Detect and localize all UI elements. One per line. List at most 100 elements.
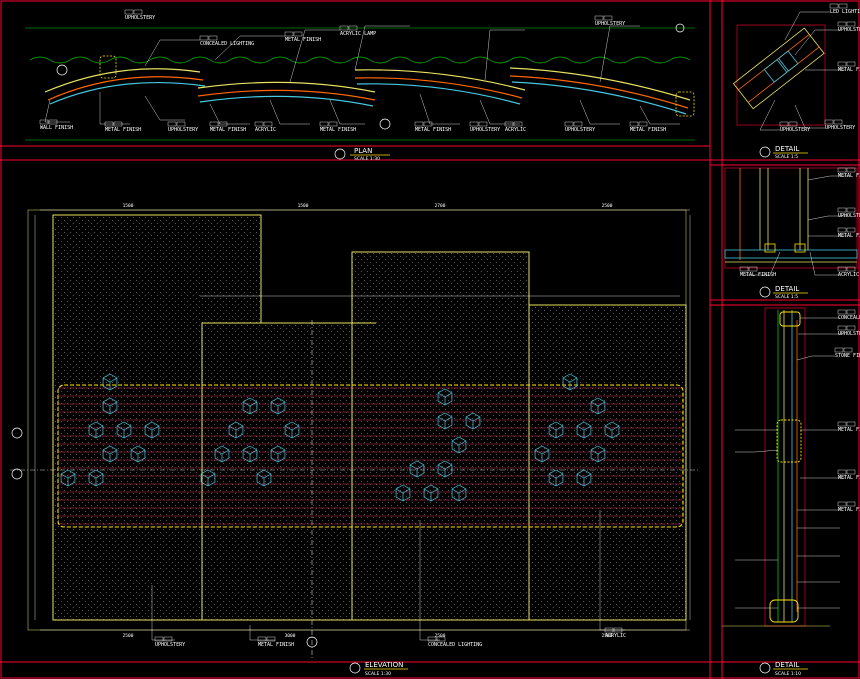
detail-label-5: METAL FINISH (837, 167, 860, 179)
detail-label-12: STONE FINISH (834, 347, 860, 359)
plan-label-9-text: METAL FINISH (320, 127, 356, 133)
plan-label-10-text: METAL FINISH (415, 127, 451, 133)
detail-label-3-text: UPHOLSTERY (780, 127, 810, 133)
detail-label-15-text: METAL FINISH (838, 507, 860, 513)
dim-top-1: 1500 (298, 203, 309, 209)
detail-b-view (724, 167, 858, 276)
detail-label-3: UPHOLSTERY (779, 121, 810, 133)
plan-label-8-text: ACRYLIC (255, 127, 276, 133)
plan-wall-line (29, 56, 691, 64)
detail-label-6-text: UPHOLSTERY (838, 213, 860, 219)
dim-bottom-2: 2500 (435, 633, 446, 639)
detail-label-13-text: METAL FINISH (838, 427, 860, 433)
plan-label-11-text: UPHOLSTERY (470, 127, 500, 133)
detail-a-title: DETAIL (775, 145, 799, 153)
plan-label-14: METAL FINISH (629, 121, 666, 133)
plan-label-8: ACRYLIC (254, 121, 276, 133)
detail-label-9-text: ACRYLIC (838, 272, 859, 278)
plan-label-13-text: UPHOLSTERY (565, 127, 595, 133)
detail-label-9: ACRYLIC (837, 266, 859, 278)
detail-label-7: METAL FINISH (837, 227, 860, 239)
detail-labels: LED LIGHTING UPHOLSTERY METAL FINISH UPHOLS… (739, 3, 860, 513)
elevation-title: ELEVATION (365, 661, 403, 669)
plan-label-15-text: UPHOLSTERY (125, 15, 155, 21)
elevation-label-1-text: METAL FINISH (258, 642, 294, 648)
detail-a-view (732, 11, 845, 131)
elevation-label-2: CONCEALED LIGHTING (427, 636, 482, 648)
plan-label-0-text: CONCEALED LIGHTING (200, 41, 254, 47)
detail-b-title: DETAIL (775, 285, 799, 293)
plan-view (25, 23, 695, 141)
detail-label-10-text: CONCEALED LIGHTING (838, 315, 860, 321)
detail-label-4: UPHOLSTERY (824, 119, 855, 131)
plan-label-10: METAL FINISH (414, 121, 451, 133)
plan-label-12-text: ACRYLIC (505, 127, 526, 133)
plan-label-5: METAL FINISH (104, 121, 141, 133)
dim-bottom-3: 2500 (602, 633, 613, 639)
detail-label-15: METAL FINISH (837, 501, 860, 513)
detail-a-title-block: DETAIL SCALE 1:5 (759, 145, 808, 160)
detail-label-11: UPHOLSTERY (837, 325, 860, 337)
plan-label-15: UPHOLSTERY (124, 9, 155, 21)
plan-label-7-text: METAL FINISH (210, 127, 246, 133)
detail-c-title-block: DETAIL SCALE 1:10 (759, 661, 808, 677)
plan-label-3-text: UPHOLSTERY (595, 21, 625, 27)
detail-label-11-text: UPHOLSTERY (838, 331, 860, 337)
plan-label-1: METAL FINISH (284, 31, 321, 43)
elevation-scale: SCALE 1:30 (365, 671, 391, 677)
plan-label-11: UPHOLSTERY (469, 121, 500, 133)
detail-label-1: UPHOLSTERY (837, 21, 860, 33)
detail-b-title-block: DETAIL SCALE 1:5 (759, 285, 808, 300)
detail-c-title: DETAIL (775, 661, 799, 669)
elevation-label-2-text: CONCEALED LIGHTING (428, 642, 482, 648)
detail-label-8: METAL FINISH (739, 266, 776, 278)
detail-label-14-text: METAL FINISH (838, 475, 860, 481)
detail-label-4-text: UPHOLSTERY (825, 125, 855, 131)
detail-label-13: METAL FINISH (837, 421, 860, 433)
lighting-band (57, 384, 684, 528)
elevation-label-0: UPHOLSTERY (154, 636, 185, 648)
detail-c-view (722, 307, 845, 627)
elevation-label-3: ACRYLIC (604, 627, 626, 639)
detail-label-6: UPHOLSTERY (837, 207, 860, 219)
elevation-label-1: METAL FINISH (257, 636, 294, 648)
detail-label-10: CONCEALED LIGHTING (837, 309, 860, 321)
detail-label-7-text: METAL FINISH (838, 233, 860, 239)
dim-top-3: 2500 (602, 203, 613, 209)
plan-label-2-text: ACRYLIC LAMP (340, 31, 376, 37)
detail-label-0-text: LED LIGHTING (830, 9, 860, 15)
plan-label-0: CONCEALED LIGHTING (199, 35, 254, 47)
plan-label-3: UPHOLSTERY (594, 15, 625, 27)
plan-title: PLAN (354, 147, 372, 155)
detail-label-2-text: METAL FINISH (838, 67, 860, 73)
plan-label-1-text: METAL FINISH (285, 37, 321, 43)
plan-label-14-text: METAL FINISH (630, 127, 666, 133)
detail-label-0: LED LIGHTING (829, 3, 860, 15)
elevation-view (10, 209, 700, 660)
detail-label-12-text: STONE FINISH (835, 353, 860, 359)
plan-label-4: WALL FINISH (39, 119, 73, 131)
plan-label-4-text: WALL FINISH (40, 125, 73, 131)
detail-label-1-text: UPHOLSTERY (838, 27, 860, 33)
hexagon-pattern (60, 373, 620, 502)
plan-title-block: PLAN SCALE 1:30 (334, 147, 390, 162)
plan-label-12: ACRYLIC (504, 121, 526, 133)
plan-label-6: UPHOLSTERY (167, 121, 198, 133)
plan-label-7: METAL FINISH (209, 121, 246, 133)
plan-label-2: ACRYLIC LAMP (339, 25, 376, 37)
plan-label-6-text: UPHOLSTERY (168, 127, 198, 133)
elevation-label-3-text: ACRYLIC (605, 633, 626, 639)
detail-a-scale: SCALE 1:5 (775, 154, 798, 160)
elevation-labels: UPHOLSTERY METAL FINISH CONCEALED LIGHTING… (154, 627, 626, 648)
detail-label-5-text: METAL FINISH (838, 173, 860, 179)
elevation-label-0-text: UPHOLSTERY (155, 642, 185, 648)
detail-c-scale: SCALE 1:10 (775, 671, 801, 677)
plan-label-5-text: METAL FINISH (105, 127, 141, 133)
plan-labels: CONCEALED LIGHTING METAL FINISH ACRYLIC LA… (39, 9, 666, 133)
elevation-title-block: ELEVATION SCALE 1:30 (349, 661, 408, 677)
detail-label-2: METAL FINISH (837, 61, 860, 73)
detail-b-scale: SCALE 1:5 (775, 294, 798, 300)
